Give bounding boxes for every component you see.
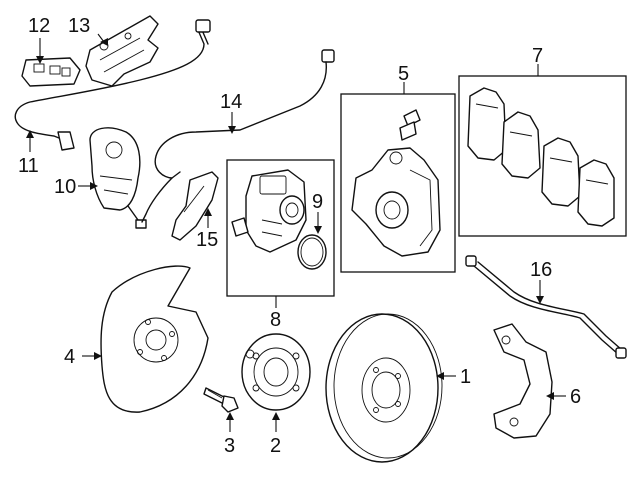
callout-11: 11: [18, 155, 39, 177]
leader-lines: [26, 33, 566, 432]
part-13-mount-bracket: [85, 15, 159, 87]
callout-9: 9: [312, 191, 323, 213]
callout-4: 4: [64, 346, 75, 368]
callout-2: 2: [270, 435, 281, 457]
part-14-sensor-cable: [141, 49, 335, 223]
callout-1: 1: [460, 366, 471, 388]
callout-5: 5: [398, 63, 409, 85]
part-2-wheel-hub: [241, 333, 311, 411]
callout-labels: 12 13 11 10 14 15 9 8 5 7 16 4 1 6 3 2: [18, 15, 581, 457]
part-1-brake-rotor: [325, 313, 443, 463]
part-8-bleed-screw: [231, 217, 249, 237]
part-12-bracket: [21, 57, 81, 87]
callout-6: 6: [570, 386, 581, 408]
group-box-8: [226, 159, 335, 297]
callout-3: 3: [224, 435, 235, 457]
part-3-bolt: [203, 387, 239, 413]
callout-8: 8: [270, 309, 281, 331]
part-16-brake-hose: [465, 255, 627, 359]
callout-15: 15: [196, 229, 218, 251]
callout-10: 10: [54, 176, 76, 198]
callout-13: 13: [68, 15, 90, 37]
part-5-bleeder-valve: [399, 109, 421, 141]
part-6-caliper-bracket: [493, 323, 553, 439]
group-box-7: [458, 75, 627, 237]
part-15-heat-shield: [171, 171, 219, 241]
callout-16: 16: [530, 259, 552, 281]
part-7-pad-2: [501, 111, 541, 179]
part-11-sensor-wire: [14, 19, 211, 151]
part-7-pad-3: [541, 137, 581, 207]
part-7-pad-4: [577, 159, 615, 227]
part-4-dust-shield: [100, 265, 209, 413]
part-10-sensor-housing: [89, 127, 147, 229]
part-8-caliper-body: [245, 169, 307, 253]
callout-12: 12: [28, 15, 50, 37]
part-5-caliper-housing: [351, 147, 441, 257]
part-7-pad-1: [467, 87, 507, 161]
part-9-seal-ring: [297, 234, 327, 270]
callout-7: 7: [532, 45, 543, 67]
callout-14: 14: [220, 91, 242, 113]
group-box-5: [340, 93, 456, 273]
